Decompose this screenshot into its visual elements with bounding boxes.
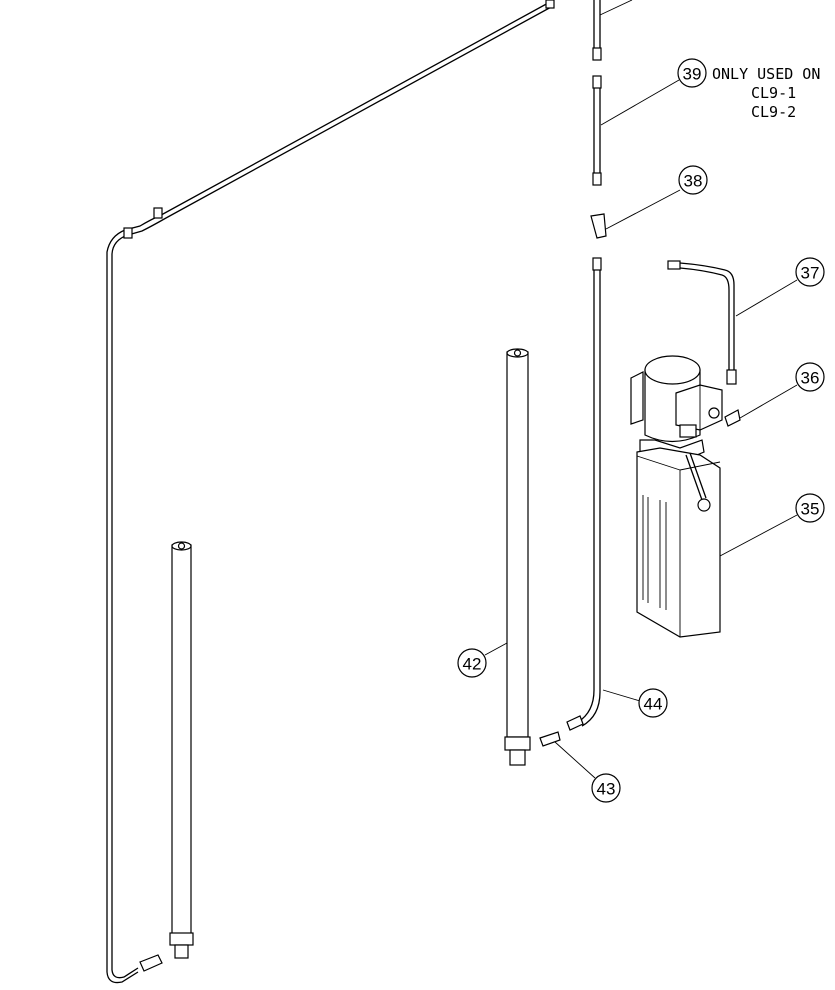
callout-35: 35 bbox=[795, 493, 825, 523]
power-unit bbox=[630, 355, 741, 638]
svg-text:35: 35 bbox=[801, 500, 820, 519]
leader-lines bbox=[484, 0, 798, 779]
note-line-3: CL9-2 bbox=[751, 103, 796, 121]
callout-43: 43 bbox=[591, 773, 621, 803]
vertical-hoses bbox=[539, 0, 607, 747]
hose-fitting bbox=[545, 0, 555, 9]
callout-36: 36 bbox=[795, 362, 825, 392]
hose-fitting bbox=[123, 227, 133, 239]
svg-text:42: 42 bbox=[463, 655, 482, 674]
callout-39: 39 bbox=[677, 58, 707, 88]
hose-fitting bbox=[139, 954, 163, 972]
left-cylinder bbox=[169, 541, 194, 959]
callout-37: 37 bbox=[795, 257, 825, 287]
long-hose bbox=[106, 0, 555, 984]
svg-text:37: 37 bbox=[801, 264, 820, 283]
svg-text:36: 36 bbox=[801, 369, 820, 388]
callout-38: 38 bbox=[678, 165, 708, 195]
middle-cylinder bbox=[504, 348, 531, 766]
hose-fitting bbox=[153, 207, 163, 219]
note-line-2: CL9-1 bbox=[751, 84, 796, 102]
svg-text:43: 43 bbox=[597, 780, 616, 799]
svg-text:39: 39 bbox=[683, 65, 702, 84]
callout-42: 42 bbox=[457, 648, 487, 678]
svg-text:38: 38 bbox=[684, 172, 703, 191]
callout-44: 44 bbox=[638, 688, 668, 718]
usage-note: ONLY USED ON CL9-1 CL9-2 bbox=[712, 65, 820, 121]
pressure-hose bbox=[667, 260, 737, 385]
note-line-1: ONLY USED ON bbox=[712, 65, 820, 83]
svg-text:44: 44 bbox=[644, 695, 663, 714]
